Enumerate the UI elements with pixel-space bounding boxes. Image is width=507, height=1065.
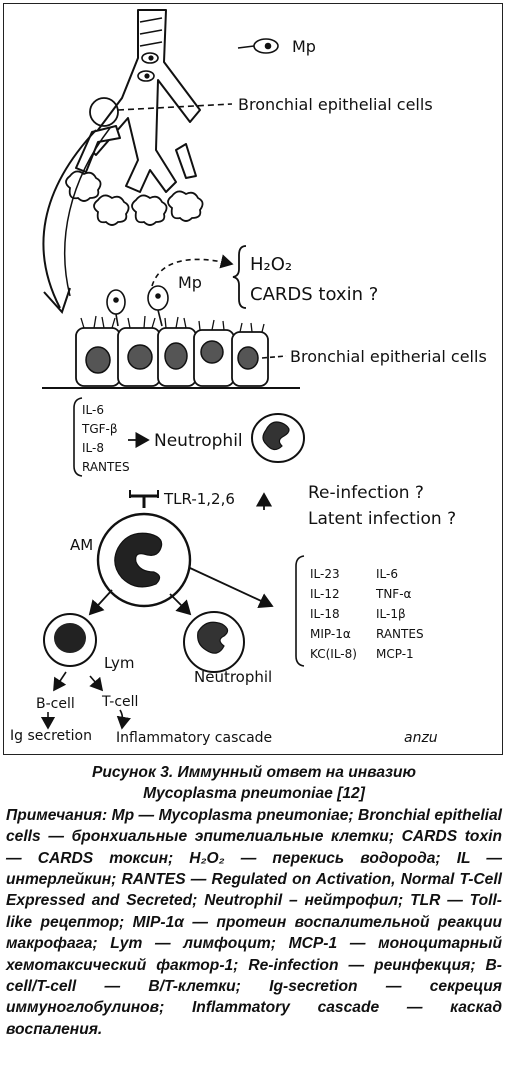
neutrophil-label-2: Neutrophil: [194, 668, 272, 686]
cytokine-item: IL-1β: [376, 607, 406, 621]
cytokine-list-1: IL-6 TGF-β IL-8 RANTES: [81, 403, 130, 474]
cytokine-item: RANTES: [376, 627, 424, 641]
zoom-circle: [89, 97, 119, 127]
tlr-receptor: [129, 490, 159, 508]
zoom-arrow-head: [43, 287, 71, 314]
ig-secretion-label: Ig secretion: [10, 728, 92, 744]
figure-frame: [3, 3, 503, 755]
zoom-arrow-inner: [64, 127, 111, 297]
cytokine-brace-1: [73, 397, 83, 477]
caption-notes: Примечания: Mp — Mycoplasma pneumoniae; …: [6, 806, 502, 1038]
lym-to-tcell-arrow: [89, 675, 104, 692]
artist-signature: anzu: [404, 730, 438, 746]
cilia: [80, 315, 265, 333]
mp-organisms-tree: [137, 52, 159, 82]
mp-dashed-arrow: [151, 254, 234, 287]
mp-legend-icon: [237, 38, 279, 54]
caption-title-line2: Mycoplasma pneumoniae [12]: [143, 785, 365, 803]
cytokine-item: MIP-1α: [310, 627, 351, 641]
cytokine-item: IL-6: [376, 567, 398, 581]
cytokine-item: TGF-β: [81, 422, 118, 436]
cytokine-item: IL-8: [82, 441, 104, 455]
leader-line-mid: [261, 355, 287, 359]
h2o2-label: H₂O₂: [250, 254, 292, 275]
mp-attached: [106, 285, 169, 327]
am-to-neutrophil-arrow: [169, 593, 192, 616]
immune-response-diagram: Mp Bronchial epithelial cells Mp H₂O₂ CA…: [10, 9, 487, 746]
tcell-down-arrow: [116, 709, 131, 730]
am-to-lym-arrow: [88, 589, 113, 616]
nuclei: [85, 340, 259, 374]
bronchial-tree: [75, 9, 201, 193]
alveolar-macrophage: [96, 512, 192, 608]
cytokine-list-left: IL-23 IL-12 IL-18 MIP-1α KC(IL-8): [310, 567, 357, 661]
cytokine-item: IL-18: [310, 607, 340, 621]
cytokine-item: TNF-α: [375, 587, 412, 601]
zoom-arrow: [42, 129, 97, 309]
alveoli: [65, 170, 204, 226]
cytokine-brace-2: [295, 555, 305, 667]
reinfection-label: Re-infection ?: [308, 483, 424, 503]
cytokine-list-right: IL-6 TNF-α IL-1β RANTES MCP-1: [375, 567, 424, 661]
toxin-brace: [232, 245, 247, 309]
am-label: AM: [70, 536, 93, 554]
cytokine-item: MCP-1: [376, 647, 414, 661]
tlr-label: TLR-1,2,6: [163, 490, 235, 508]
leader-line-top: [117, 103, 233, 111]
mp-label-mid: Mp: [178, 273, 202, 292]
bronchial-cells-label-mid: Bronchial epitherial cells: [290, 347, 487, 366]
lymphocyte-cell: [43, 613, 97, 667]
neutrophil-cell-1: [251, 413, 305, 463]
caption-title-line1: Рисунок 3. Иммунный ответ на инвазию: [91, 764, 417, 781]
lym-label: Lym: [104, 654, 134, 672]
figure-caption: Рисунок 3. Иммунный ответ на инвазию Myc…: [6, 762, 502, 1040]
mp-label-top: Mp: [292, 37, 316, 56]
tcell-label: T-cell: [101, 694, 138, 710]
cytokine-item: RANTES: [82, 460, 130, 474]
latent-infection-label: Latent infection ?: [308, 509, 456, 529]
cytokine-item: IL-12: [310, 587, 340, 601]
bronchial-cells-label-top: Bronchial epithelial cells: [238, 95, 433, 114]
lym-to-bcell-arrow: [53, 671, 67, 692]
inflammatory-cascade-label: Inflammatory cascade: [116, 730, 272, 746]
bcell-label: B-cell: [36, 696, 75, 712]
cards-toxin-label: CARDS toxin ?: [250, 284, 378, 305]
cytokine-item: IL-23: [310, 567, 340, 581]
cytokine-item: IL-6: [82, 403, 104, 417]
am-to-cytokines-arrow: [189, 567, 274, 609]
neutrophil-cell-2: [183, 611, 245, 673]
cytokine-item: KC(IL-8): [310, 647, 357, 661]
neutrophil-label-1: Neutrophil: [154, 431, 243, 451]
